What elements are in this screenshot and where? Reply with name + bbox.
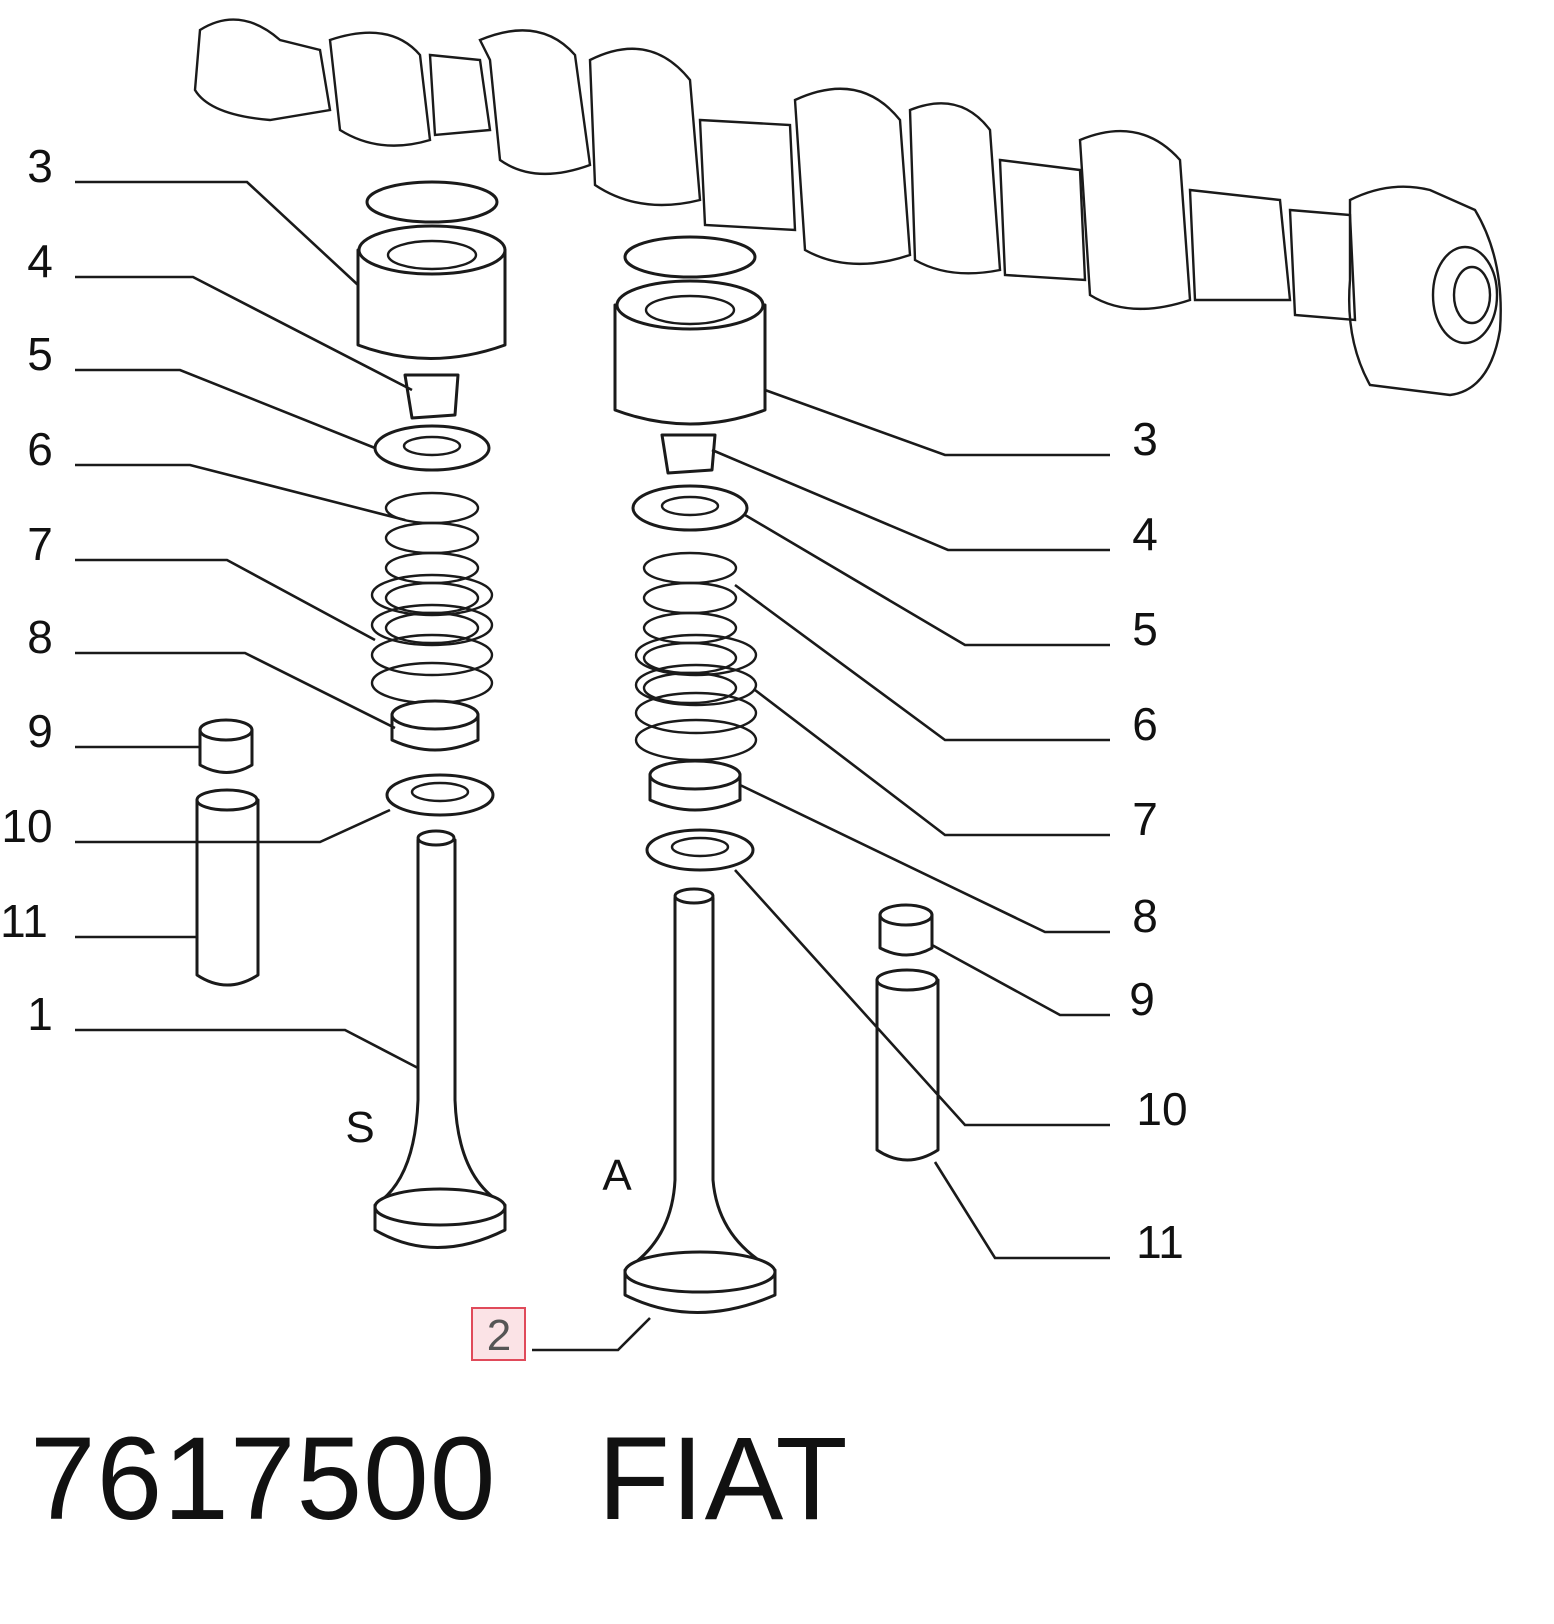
callout-right-11: 11 bbox=[1136, 1216, 1184, 1268]
highlighted-callout-text: 2 bbox=[487, 1311, 511, 1360]
callout-left-4: 4 bbox=[27, 235, 53, 287]
callout-left-6: 6 bbox=[27, 423, 53, 475]
callouts-right: 3 4 5 6 7 8 9 10 11 bbox=[1129, 413, 1187, 1268]
callouts-left: 3 4 5 6 7 8 9 10 11 1 bbox=[0, 140, 53, 1040]
inner-spring-intake bbox=[384, 491, 480, 645]
outer-spring-exhaust bbox=[634, 633, 758, 762]
callout-right-3: 3 bbox=[1132, 413, 1158, 465]
callout-right-4: 4 bbox=[1132, 508, 1158, 560]
callout-left-10: 10 bbox=[1, 800, 52, 852]
callout-left-7: 7 bbox=[27, 518, 53, 570]
callout-right-8: 8 bbox=[1132, 890, 1158, 942]
callout-right-7: 7 bbox=[1132, 793, 1158, 845]
callout-right-6: 6 bbox=[1132, 698, 1158, 750]
outer-spring-intake bbox=[370, 573, 494, 705]
callout-left-8: 8 bbox=[27, 611, 53, 663]
brand-name: FIAT bbox=[597, 1413, 849, 1545]
part-number: 7617500 bbox=[30, 1413, 497, 1545]
callout-left-1: 1 bbox=[27, 988, 53, 1040]
leader-lines-right bbox=[532, 388, 1110, 1352]
intake-valve-label: S bbox=[345, 1103, 374, 1152]
highlighted-callout-2[interactable]: 2 bbox=[471, 1307, 526, 1361]
part-number-caption: 7617500 FIAT bbox=[30, 1420, 849, 1538]
callout-right-10: 10 bbox=[1136, 1083, 1187, 1135]
callout-right-5: 5 bbox=[1132, 603, 1158, 655]
callout-left-3: 3 bbox=[27, 140, 53, 192]
leader-lines-left bbox=[75, 180, 419, 1070]
callout-left-5: 5 bbox=[27, 328, 53, 380]
callout-left-9: 9 bbox=[27, 705, 53, 757]
intake-valve-assembly bbox=[195, 180, 507, 1249]
inner-spring-exhaust bbox=[642, 551, 738, 705]
exhaust-valve-assembly bbox=[613, 235, 940, 1314]
camshaft bbox=[193, 18, 1502, 397]
callout-left-11: 11 bbox=[0, 895, 48, 947]
callout-right-9: 9 bbox=[1129, 973, 1155, 1025]
exhaust-valve-label: A bbox=[602, 1151, 632, 1200]
